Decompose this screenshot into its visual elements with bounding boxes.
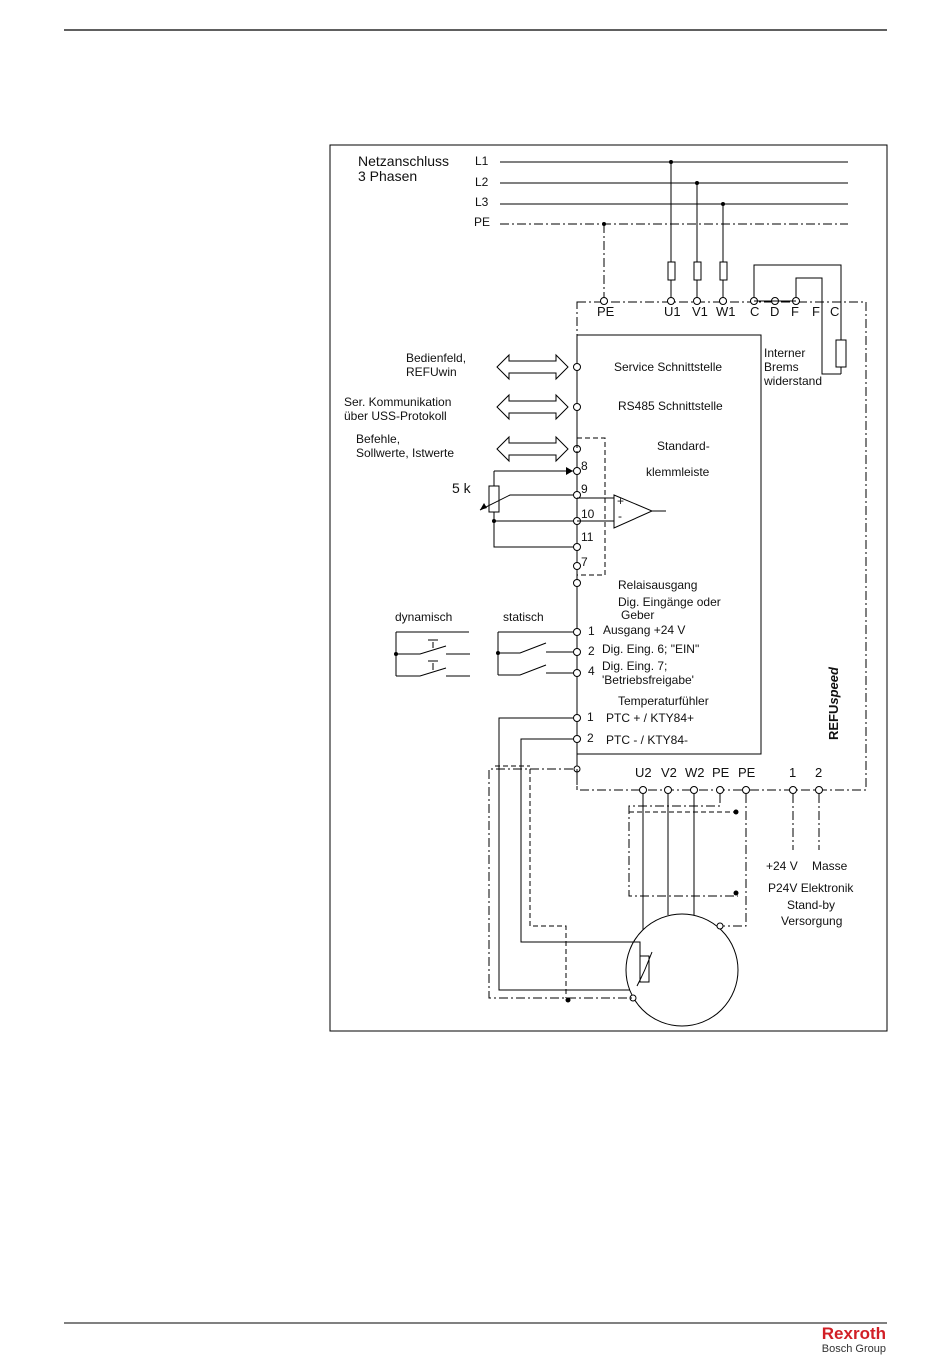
label-pe: PE	[474, 215, 490, 229]
term-u1: U1	[664, 304, 681, 319]
term-7: 7	[581, 555, 588, 569]
term-pe-top: PE	[597, 304, 615, 319]
ptc-leads	[488, 717, 641, 1003]
standard-label-1: Standard-	[657, 439, 710, 453]
motor-leads	[628, 794, 820, 930]
interface-arrows	[496, 353, 581, 463]
rs485-interface: RS485 Schnittstelle	[618, 399, 723, 413]
term-standby-2: 2	[815, 765, 822, 780]
fuse-l2	[693, 261, 702, 281]
brake-label-2: Brems	[764, 360, 799, 374]
relay-output: Relaisausgang	[618, 578, 697, 592]
term-pe-1: PE	[712, 765, 730, 780]
refuspeed-brand: REFUspeed	[826, 666, 841, 740]
rexroth-logo: Rexroth Bosch Group	[800, 1324, 886, 1356]
term-standby-1: 1	[789, 765, 796, 780]
opamp-minus: -	[618, 509, 622, 523]
dig-num-2: 2	[588, 644, 595, 658]
diagram-frame	[329, 144, 888, 1032]
panel-label-2: REFUwin	[406, 365, 457, 379]
term-u2: U2	[635, 765, 652, 780]
module-box	[576, 334, 762, 755]
analog-section: 8 9 10 11 7 5 k + -	[452, 437, 666, 576]
static-label: statisch	[503, 610, 544, 624]
term-9: 9	[581, 482, 588, 496]
term-d: D	[770, 304, 779, 319]
temp-header: Temperaturfühler	[618, 694, 709, 708]
term-f2: F	[812, 304, 820, 319]
digital-header-1: Dig. Eingänge oder	[618, 595, 721, 609]
standby-masse: Masse	[812, 859, 848, 873]
digital-header-2: Geber	[621, 608, 654, 622]
dig-num-4: 4	[588, 664, 595, 678]
mains-subtitle: 3 Phasen	[358, 168, 417, 184]
opamp-plus: +	[617, 494, 624, 508]
label-l2: L2	[475, 175, 489, 189]
ser-label-2: über USS-Protokoll	[344, 409, 447, 423]
brake-label-1: Interner	[764, 346, 805, 360]
rexroth-wordmark: Rexroth	[821, 1324, 886, 1343]
cmd-label-1: Befehle,	[356, 432, 400, 446]
bottom-terminals: U2 V2 W2 PE PE 1 2	[635, 765, 823, 794]
term-c2: C	[830, 304, 839, 319]
temp-num-1: 1	[587, 710, 594, 724]
dynamic-label: dynamisch	[395, 610, 452, 624]
standby-label-2: Stand-by	[787, 898, 835, 912]
standby-24v: +24 V	[766, 859, 798, 873]
term-w2: W2	[685, 765, 705, 780]
fuse-l3	[719, 261, 728, 281]
standby-label-1: P24V Elektronik	[768, 881, 854, 895]
motor	[625, 913, 739, 1027]
top-terminals: PE U1 V1 W1 C D F F C	[597, 297, 839, 319]
ptc-minus: PTC - / KTY84-	[606, 733, 688, 747]
ptc-plus: PTC + / KTY84+	[606, 711, 694, 725]
pot-label: 5 k	[452, 480, 472, 496]
term-10: 10	[581, 507, 595, 521]
ser-label-1: Ser. Kommunikation	[344, 395, 451, 409]
term-pe-2: PE	[738, 765, 756, 780]
dig-num-1: 1	[588, 624, 595, 638]
temp-num-2: 2	[587, 731, 594, 745]
term-f1: F	[791, 304, 799, 319]
dig-in-6: Dig. Eing. 6; "EIN"	[602, 642, 699, 656]
term-11: 11	[581, 530, 594, 544]
dig-in-7-1: Dig. Eing. 7;	[602, 659, 667, 673]
service-interface: Service Schnittstelle	[614, 360, 722, 374]
brake-resistor: Interner Brems widerstand	[753, 264, 847, 388]
term-v2: V2	[661, 765, 677, 780]
bosch-group: Bosch Group	[821, 1343, 886, 1355]
term-8: 8	[581, 459, 588, 473]
digital-wiring	[394, 628, 581, 677]
dig-in-7-2: 'Betriebsfreigabe'	[602, 673, 694, 687]
dig-out-24v: Ausgang +24 V	[603, 623, 685, 637]
mains-section: Netzanschluss 3 Phasen L1 L2 L3 PE	[358, 153, 848, 298]
panel-label-1: Bedienfeld,	[406, 351, 466, 365]
standard-label-2: klemmleiste	[646, 465, 710, 479]
label-l3: L3	[475, 195, 489, 209]
cmd-label-2: Sollwerte, Istwerte	[356, 446, 454, 460]
brake-label-3: widerstand	[763, 374, 822, 388]
fuse-l1	[667, 261, 676, 281]
mains-title: Netzanschluss	[358, 153, 449, 169]
term-v1: V1	[692, 304, 708, 319]
label-l1: L1	[475, 154, 489, 168]
term-c1: C	[750, 304, 759, 319]
term-w1: W1	[716, 304, 736, 319]
standby-label-3: Versorgung	[781, 914, 842, 928]
